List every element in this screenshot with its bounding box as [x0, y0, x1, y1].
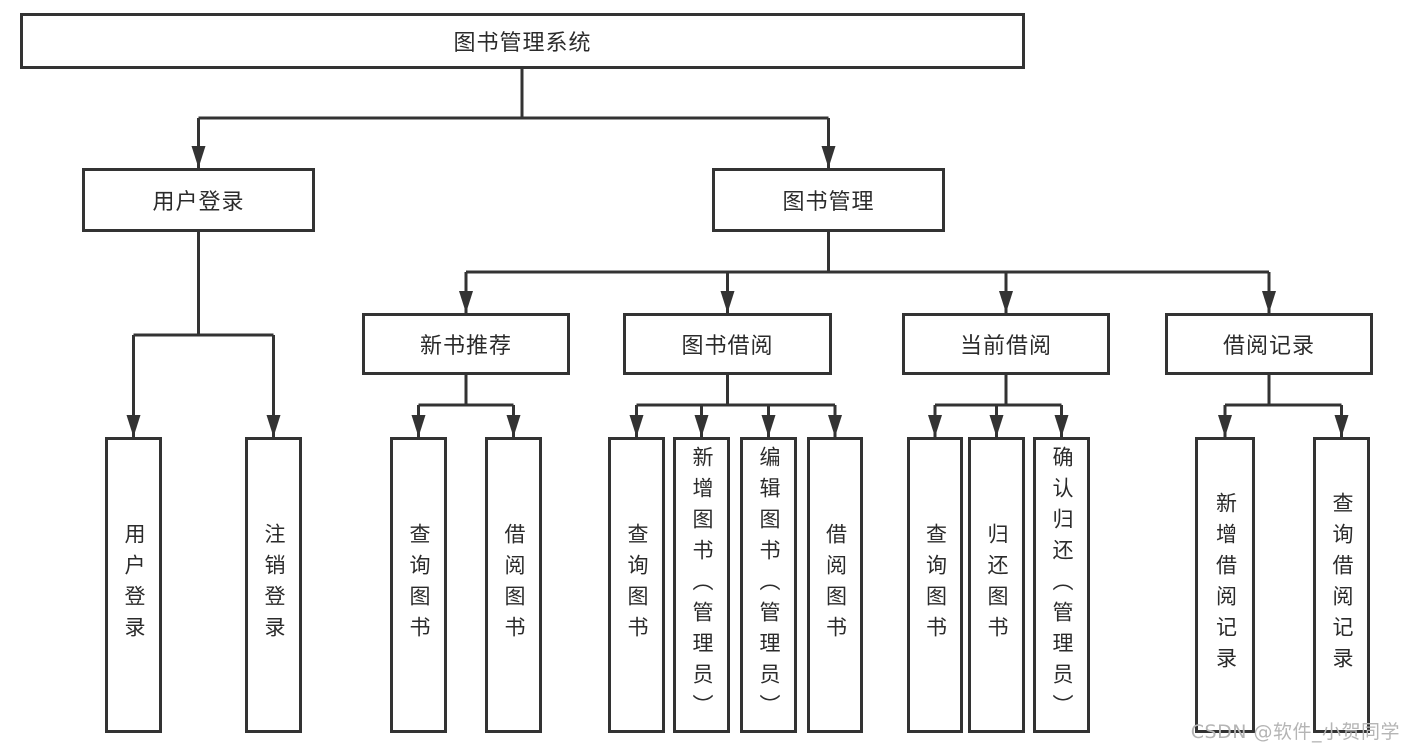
csdn-watermark: CSDN @软件_小贺同学: [1190, 721, 1400, 743]
node-leaf-g1-borrow-books: 借阅图书: [485, 437, 542, 733]
leaf-label: 查询图书: [625, 523, 649, 647]
bus-book-borrow: [636, 375, 835, 407]
leaf-label: 借阅图书: [823, 523, 848, 647]
leaf-label: 查询借阅记录: [1330, 492, 1354, 678]
node-book-borrow: 图书借阅: [623, 313, 832, 375]
node-leaf-g2-edit-books-admin: 编辑图书（管理员）: [740, 437, 797, 733]
node-user-login: 用户登录: [82, 168, 315, 232]
leaf-label: 新增借阅记录: [1213, 492, 1238, 678]
node-leaf-g4-query-borrow-record: 查询借阅记录: [1313, 437, 1370, 733]
leaf-label: 查询图书: [407, 523, 431, 647]
node-root: 图书管理系统: [20, 13, 1025, 69]
node-leaf-g1-query-books: 查询图书: [390, 437, 447, 733]
leaf-label: 新增图书（管理员）: [690, 445, 714, 725]
bus-user-branch: [133, 232, 274, 337]
node-leaf-g2-add-books-admin: 新增图书（管理员）: [673, 437, 730, 733]
bus-current-borrow: [935, 375, 1062, 407]
leaf-label: 注销登录: [262, 523, 286, 647]
bus-new-book-recommend: [418, 375, 514, 407]
bus-borrow-records: [1225, 375, 1342, 407]
node-borrow-records: 借阅记录: [1165, 313, 1373, 375]
node-leaf-g4-add-borrow-record: 新增借阅记录: [1195, 437, 1255, 733]
leaf-label: 编辑图书（管理员）: [757, 445, 781, 725]
node-leaf-g2-borrow-books: 借阅图书: [807, 437, 863, 733]
node-leaf-g3-confirm-return-admin: 确认归还（管理员）: [1033, 437, 1090, 733]
node-leaf-logout: 注销登录: [245, 437, 302, 733]
leaf-label: 归还图书: [985, 523, 1009, 647]
node-book-management: 图书管理: [712, 168, 945, 232]
node-leaf-g2-query-books: 查询图书: [608, 437, 665, 733]
leaf-label: 用户登录: [122, 523, 146, 647]
bus-book-branch: [466, 232, 1269, 274]
node-leaf-user-login: 用户登录: [105, 437, 162, 733]
node-leaf-g3-return-books: 归还图书: [968, 437, 1025, 733]
leaf-label: 确认归还（管理员）: [1050, 445, 1074, 725]
leaf-label: 查询图书: [923, 523, 948, 647]
node-leaf-g3-query-books: 查询图书: [907, 437, 963, 733]
node-new-book-recommend: 新书推荐: [362, 313, 570, 375]
leaf-label: 借阅图书: [502, 523, 526, 647]
bus-root: [198, 69, 829, 120]
node-current-borrow: 当前借阅: [902, 313, 1110, 375]
